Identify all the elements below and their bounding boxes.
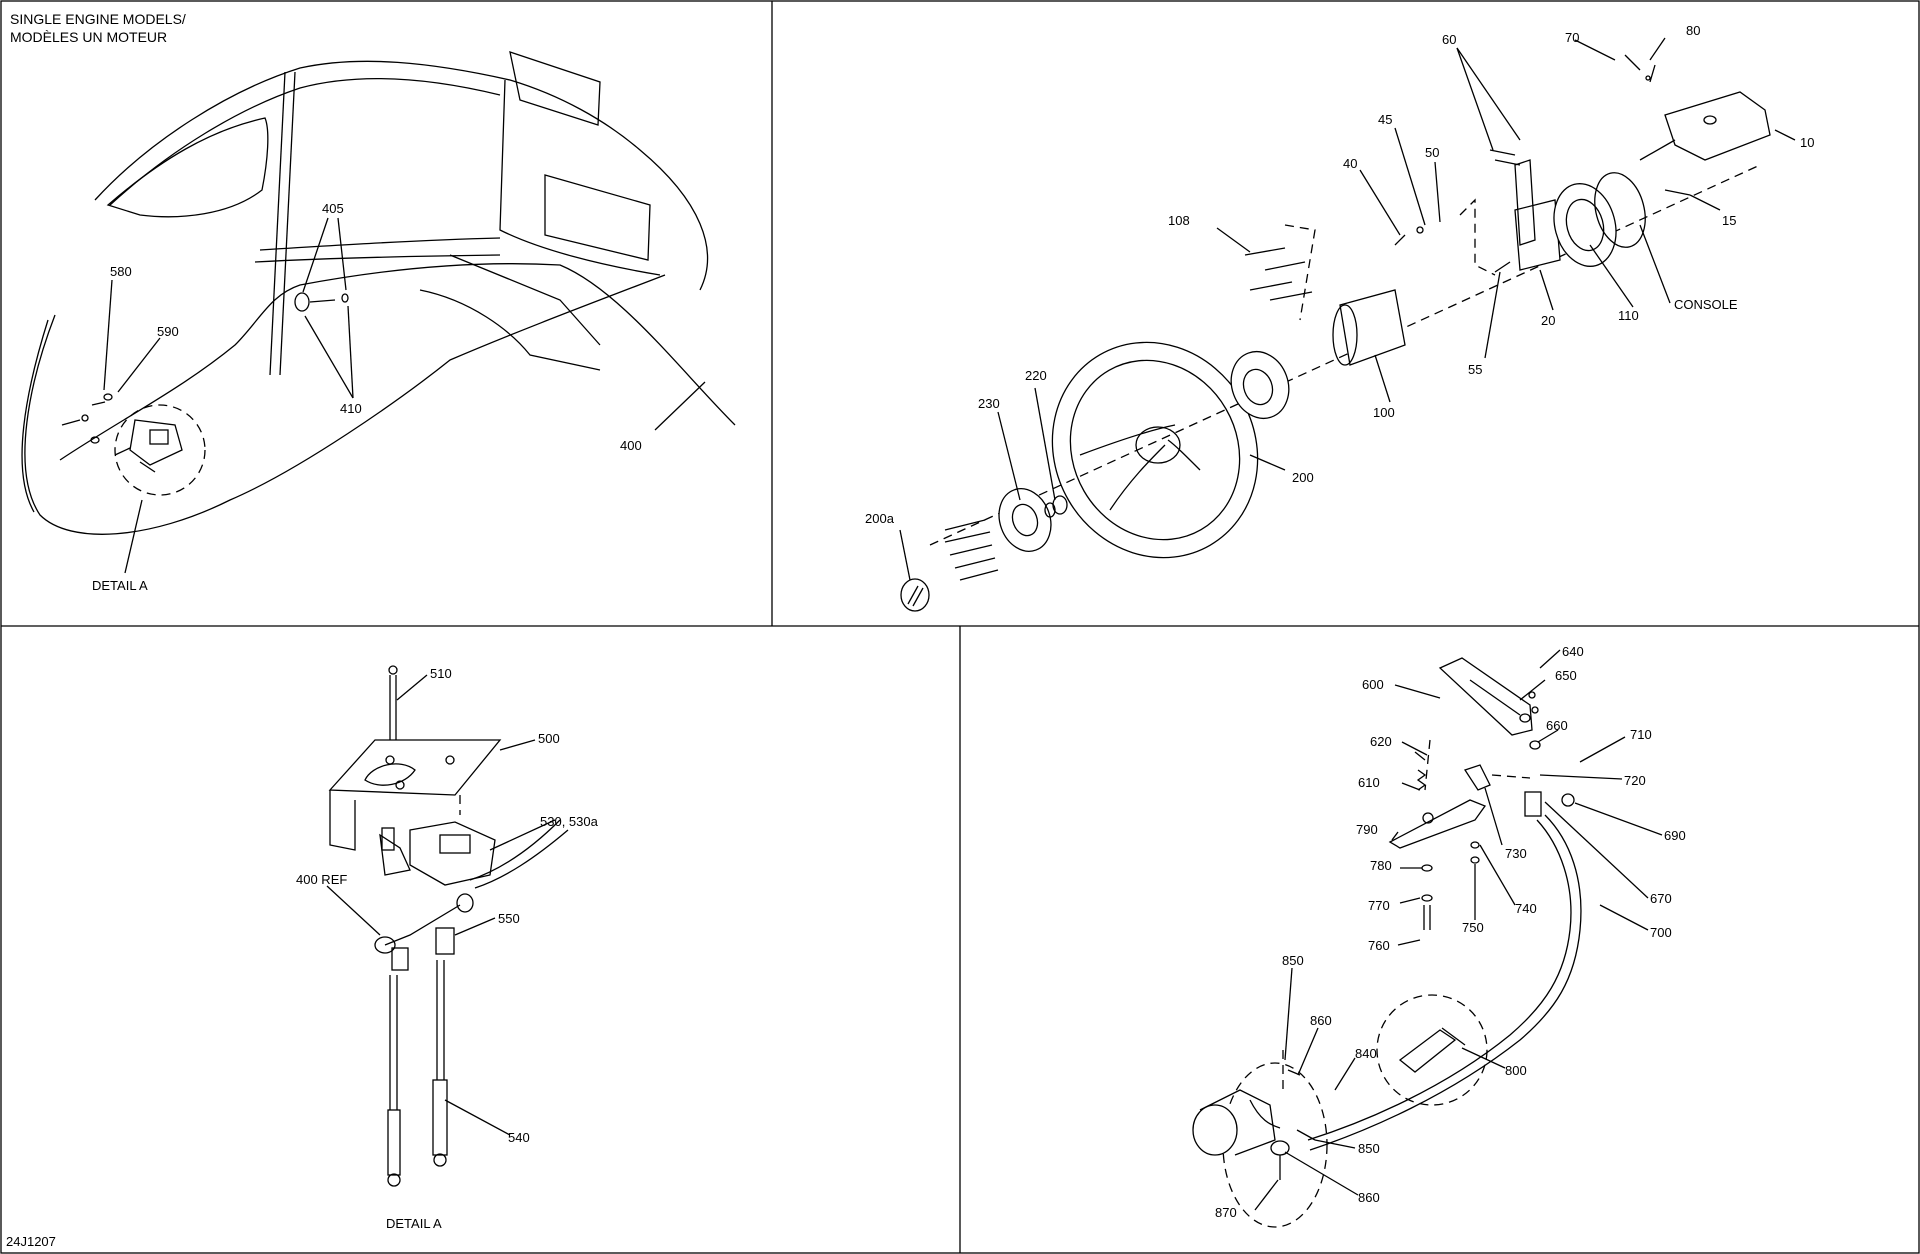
steering-assembly-drawing: [899, 37, 1796, 612]
callout-55: 55: [1468, 362, 1482, 377]
callout-760: 760: [1368, 938, 1390, 953]
callout-700: 700: [1650, 925, 1672, 940]
callout-690: 690: [1664, 828, 1686, 843]
callout-100: 100: [1373, 405, 1395, 420]
callout-770: 770: [1368, 898, 1390, 913]
callout-850-bottom: 850: [1358, 1141, 1380, 1156]
callout-580: 580: [110, 264, 132, 279]
callout-80: 80: [1686, 23, 1700, 38]
callout-590: 590: [157, 324, 179, 339]
callout-200: 200: [1292, 470, 1314, 485]
callout-610: 610: [1358, 775, 1380, 790]
callout-540: 540: [508, 1130, 530, 1145]
callout-600: 600: [1362, 677, 1384, 692]
throttle-cable-assembly-drawing: [1192, 649, 1663, 1228]
detail-a-assembly-drawing: [326, 665, 569, 1187]
callout-200a: 200a: [865, 511, 895, 526]
header-line-1: SINGLE ENGINE MODELS/: [10, 11, 186, 27]
callout-45: 45: [1378, 112, 1392, 127]
callout-800: 800: [1505, 1063, 1527, 1078]
callout-15: 15: [1722, 213, 1736, 228]
callout-70: 70: [1565, 30, 1579, 45]
callout-750: 750: [1462, 920, 1484, 935]
callout-110: 110: [1618, 308, 1639, 323]
callout-510: 510: [430, 666, 452, 681]
callout-220: 220: [1025, 368, 1047, 383]
callout-650: 650: [1555, 668, 1577, 683]
callout-710: 710: [1630, 727, 1652, 742]
callout-780: 780: [1370, 858, 1392, 873]
callout-740: 740: [1515, 901, 1537, 916]
callout-410: 410: [340, 401, 362, 416]
callout-790: 790: [1356, 822, 1378, 837]
callout-860-bottom: 860: [1358, 1190, 1380, 1205]
callout-730: 730: [1505, 846, 1527, 861]
hull-cable-routing-drawing: [21, 51, 736, 574]
callout-640: 640: [1562, 644, 1584, 659]
callout-620: 620: [1370, 734, 1392, 749]
console-label: CONSOLE: [1674, 297, 1738, 312]
callout-860-top: 860: [1310, 1013, 1332, 1028]
callout-550: 550: [498, 911, 520, 926]
callout-870: 870: [1215, 1205, 1237, 1220]
callout-720: 720: [1624, 773, 1646, 788]
callout-40: 40: [1343, 156, 1357, 171]
callout-400: 400: [620, 438, 642, 453]
callout-20: 20: [1541, 313, 1555, 328]
callout-850-top: 850: [1282, 953, 1304, 968]
callout-405: 405: [322, 201, 344, 216]
callout-108: 108: [1168, 213, 1190, 228]
callout-500: 500: [538, 731, 560, 746]
callout-670: 670: [1650, 891, 1672, 906]
detail-a-label-top: DETAIL A: [92, 578, 148, 593]
callout-50: 50: [1425, 145, 1439, 160]
detail-a-label-bottom: DETAIL A: [386, 1216, 442, 1231]
callout-230: 230: [978, 396, 1000, 411]
callout-10: 10: [1800, 135, 1814, 150]
callout-60: 60: [1442, 32, 1456, 47]
callout-660: 660: [1546, 718, 1568, 733]
header-line-2: MODÈLES UN MOTEUR: [10, 29, 167, 45]
drawing-number: 24J1207: [6, 1234, 56, 1249]
callout-840: 840: [1355, 1046, 1377, 1061]
callout-530-530a: 530, 530a: [540, 814, 599, 829]
callout-400-ref: 400 REF: [296, 872, 347, 887]
